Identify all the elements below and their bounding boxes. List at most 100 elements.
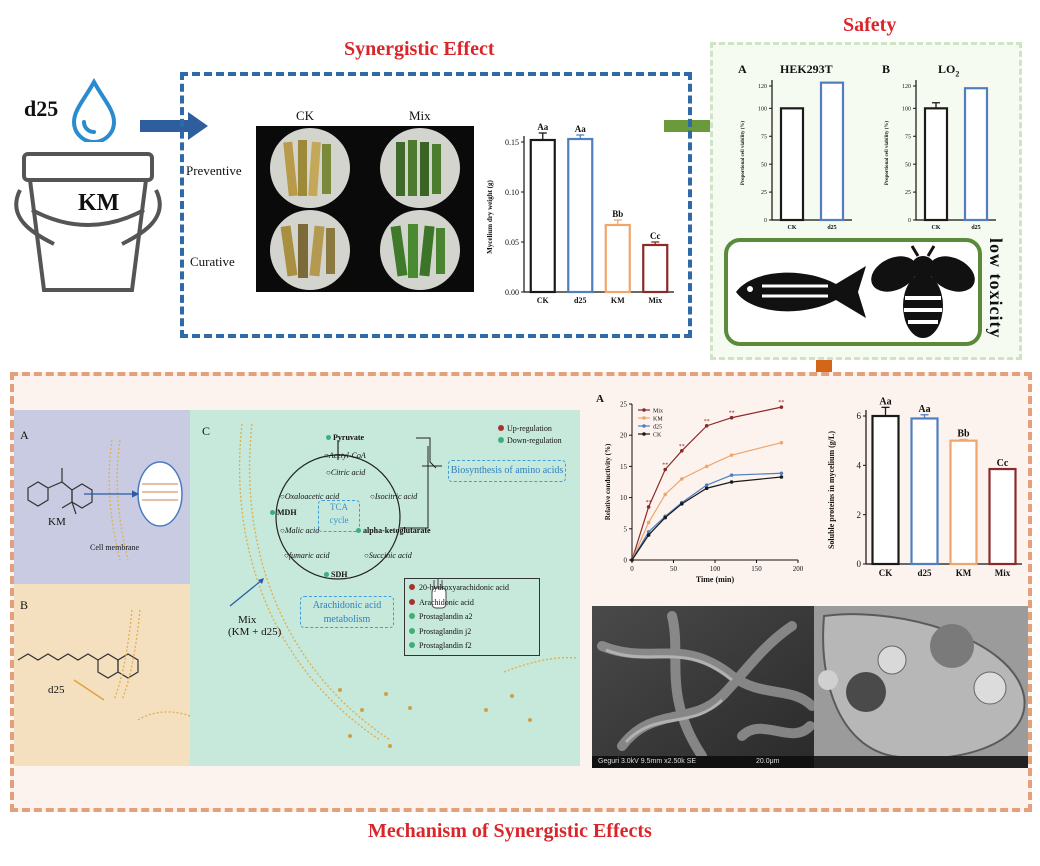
point-Mix [704,424,709,428]
safety-panel-a-label: A [738,62,747,76]
arachidonic-item: 20-hydroxyarachidonic acid [409,581,535,596]
series-line-KM [631,442,782,561]
x-tick-label: 150 [751,565,762,573]
y-axis-label: Mycelium dry weight (g) [486,179,494,253]
significance-mark: ** [729,411,735,417]
arachidonic-item: Prostaglandin a2 [409,610,535,625]
y-axis-label: Soluble proteins in mycelium (g/L) [827,431,836,549]
legend-marker [642,432,646,436]
y-tick-label: 75 [905,134,911,140]
y-tick-label: 25 [620,401,628,409]
metabolite-akg: alpha-ketoglutarate [356,526,431,535]
metabolite-sdh: SDH [324,570,347,579]
significance-label: Cc [650,231,661,241]
mechanism-title: Mechanism of Synergistic Effects [368,820,652,842]
point-CK [630,558,634,562]
bar-d25 [963,87,989,222]
mix-photo-label: Mix [409,108,431,123]
point-Mix [663,467,667,472]
curative-label: Curative [190,254,235,269]
metabolite-pyruvate: Pyruvate [326,433,364,442]
point-Mix [779,405,784,409]
legend-label: d25 [653,425,662,431]
x-tick-label: Mix [995,568,1011,578]
y-tick-label: 25 [761,190,767,196]
y-tick-label: 2 [857,510,862,520]
preventive-label: Preventive [186,163,242,178]
mix-note: Mix(KM + d25) [228,614,282,638]
x-tick-label: Mix [648,296,662,305]
point-CK [779,475,784,479]
y-tick-label: 4 [857,460,862,470]
point-d25 [729,473,734,477]
metabolite-citric: ○Citric acid [326,468,366,477]
point-Mix [680,449,684,453]
hek-title: HEK293T [780,62,833,76]
y-tick-label: 0.10 [505,188,519,197]
bar-CK [529,138,556,294]
panel-label: A [596,393,604,405]
synergistic-effect-title: Synergistic Effect [344,38,495,60]
x-tick-label: d25 [971,225,980,231]
point-KM [704,464,709,469]
significance-mark: ** [662,463,668,469]
panel-a-label: A [20,428,29,442]
mycelium-dry-weight-chart: 0.000.050.100.15AaCKAad25BbKMCcMixMyceli… [486,122,674,305]
bar-d25 [910,417,939,566]
bar-CK [871,414,900,566]
cell-membrane-label: Cell membrane [90,543,140,552]
water-drop-icon [71,78,117,142]
bar-d25 [567,137,594,294]
significance-label: Cc [997,458,1009,469]
bucket-icon [14,152,162,292]
y-tick-label: 75 [761,134,767,140]
blue-arrow [140,112,208,140]
metabolite-oxaloacetic: ○Oxaloacetic acid [280,492,340,501]
biosynthesis-box: Biosynthesis of amino acids [448,460,566,482]
bar-KM [604,223,631,294]
bar-CK [779,107,805,222]
y-tick-label: 10 [620,494,628,502]
point-d25 [704,483,709,487]
x-tick-label: 50 [670,565,678,573]
regulation-dot [409,642,415,648]
metabolite-isocitric: ○Isocitric acid [370,492,418,501]
km-molecule-label: KM [48,516,66,528]
y-tick-label: 0.05 [505,238,519,247]
panel-b-label: B [20,598,29,612]
metabolite-succinic: ○Succinic acid [364,551,412,560]
legend-label: Mix [653,409,663,415]
arachidonic-item: Prostaglandin f2 [409,639,535,654]
legend-marker [642,408,646,412]
point-d25 [646,530,651,534]
regulation-dot [409,584,415,590]
legend-marker [642,424,646,428]
significance-label: Aa [918,404,930,415]
lipid-fragments [338,688,532,748]
bar-d25 [819,81,845,222]
membrane-b [113,609,190,721]
y-tick-label: 100 [758,106,767,112]
significance-mark: ** [679,444,685,450]
microscopy-images [592,606,1028,768]
point-CK [729,480,734,484]
point-CK [646,533,651,537]
y-tick-label: 100 [902,106,911,112]
y-tick-label: 50 [761,162,767,168]
x-tick-label: 200 [793,565,804,573]
bar-Mix [988,467,1017,566]
y-axis-label: Proportional cell viability (%) [885,121,890,186]
y-tick-label: 0.15 [505,138,519,147]
legend-label: CK [653,433,662,439]
lo2-title: LO2 [938,62,960,79]
hand-icon [431,578,447,609]
y-axis-label: Proportional cell viability (%) [741,121,746,186]
zebrafish-icon [736,266,866,318]
safety-panel-b-label: B [882,62,891,76]
metabolite-mdh: MDH [270,508,297,517]
point-CK [680,502,684,506]
y-tick-label: 0 [857,559,862,569]
